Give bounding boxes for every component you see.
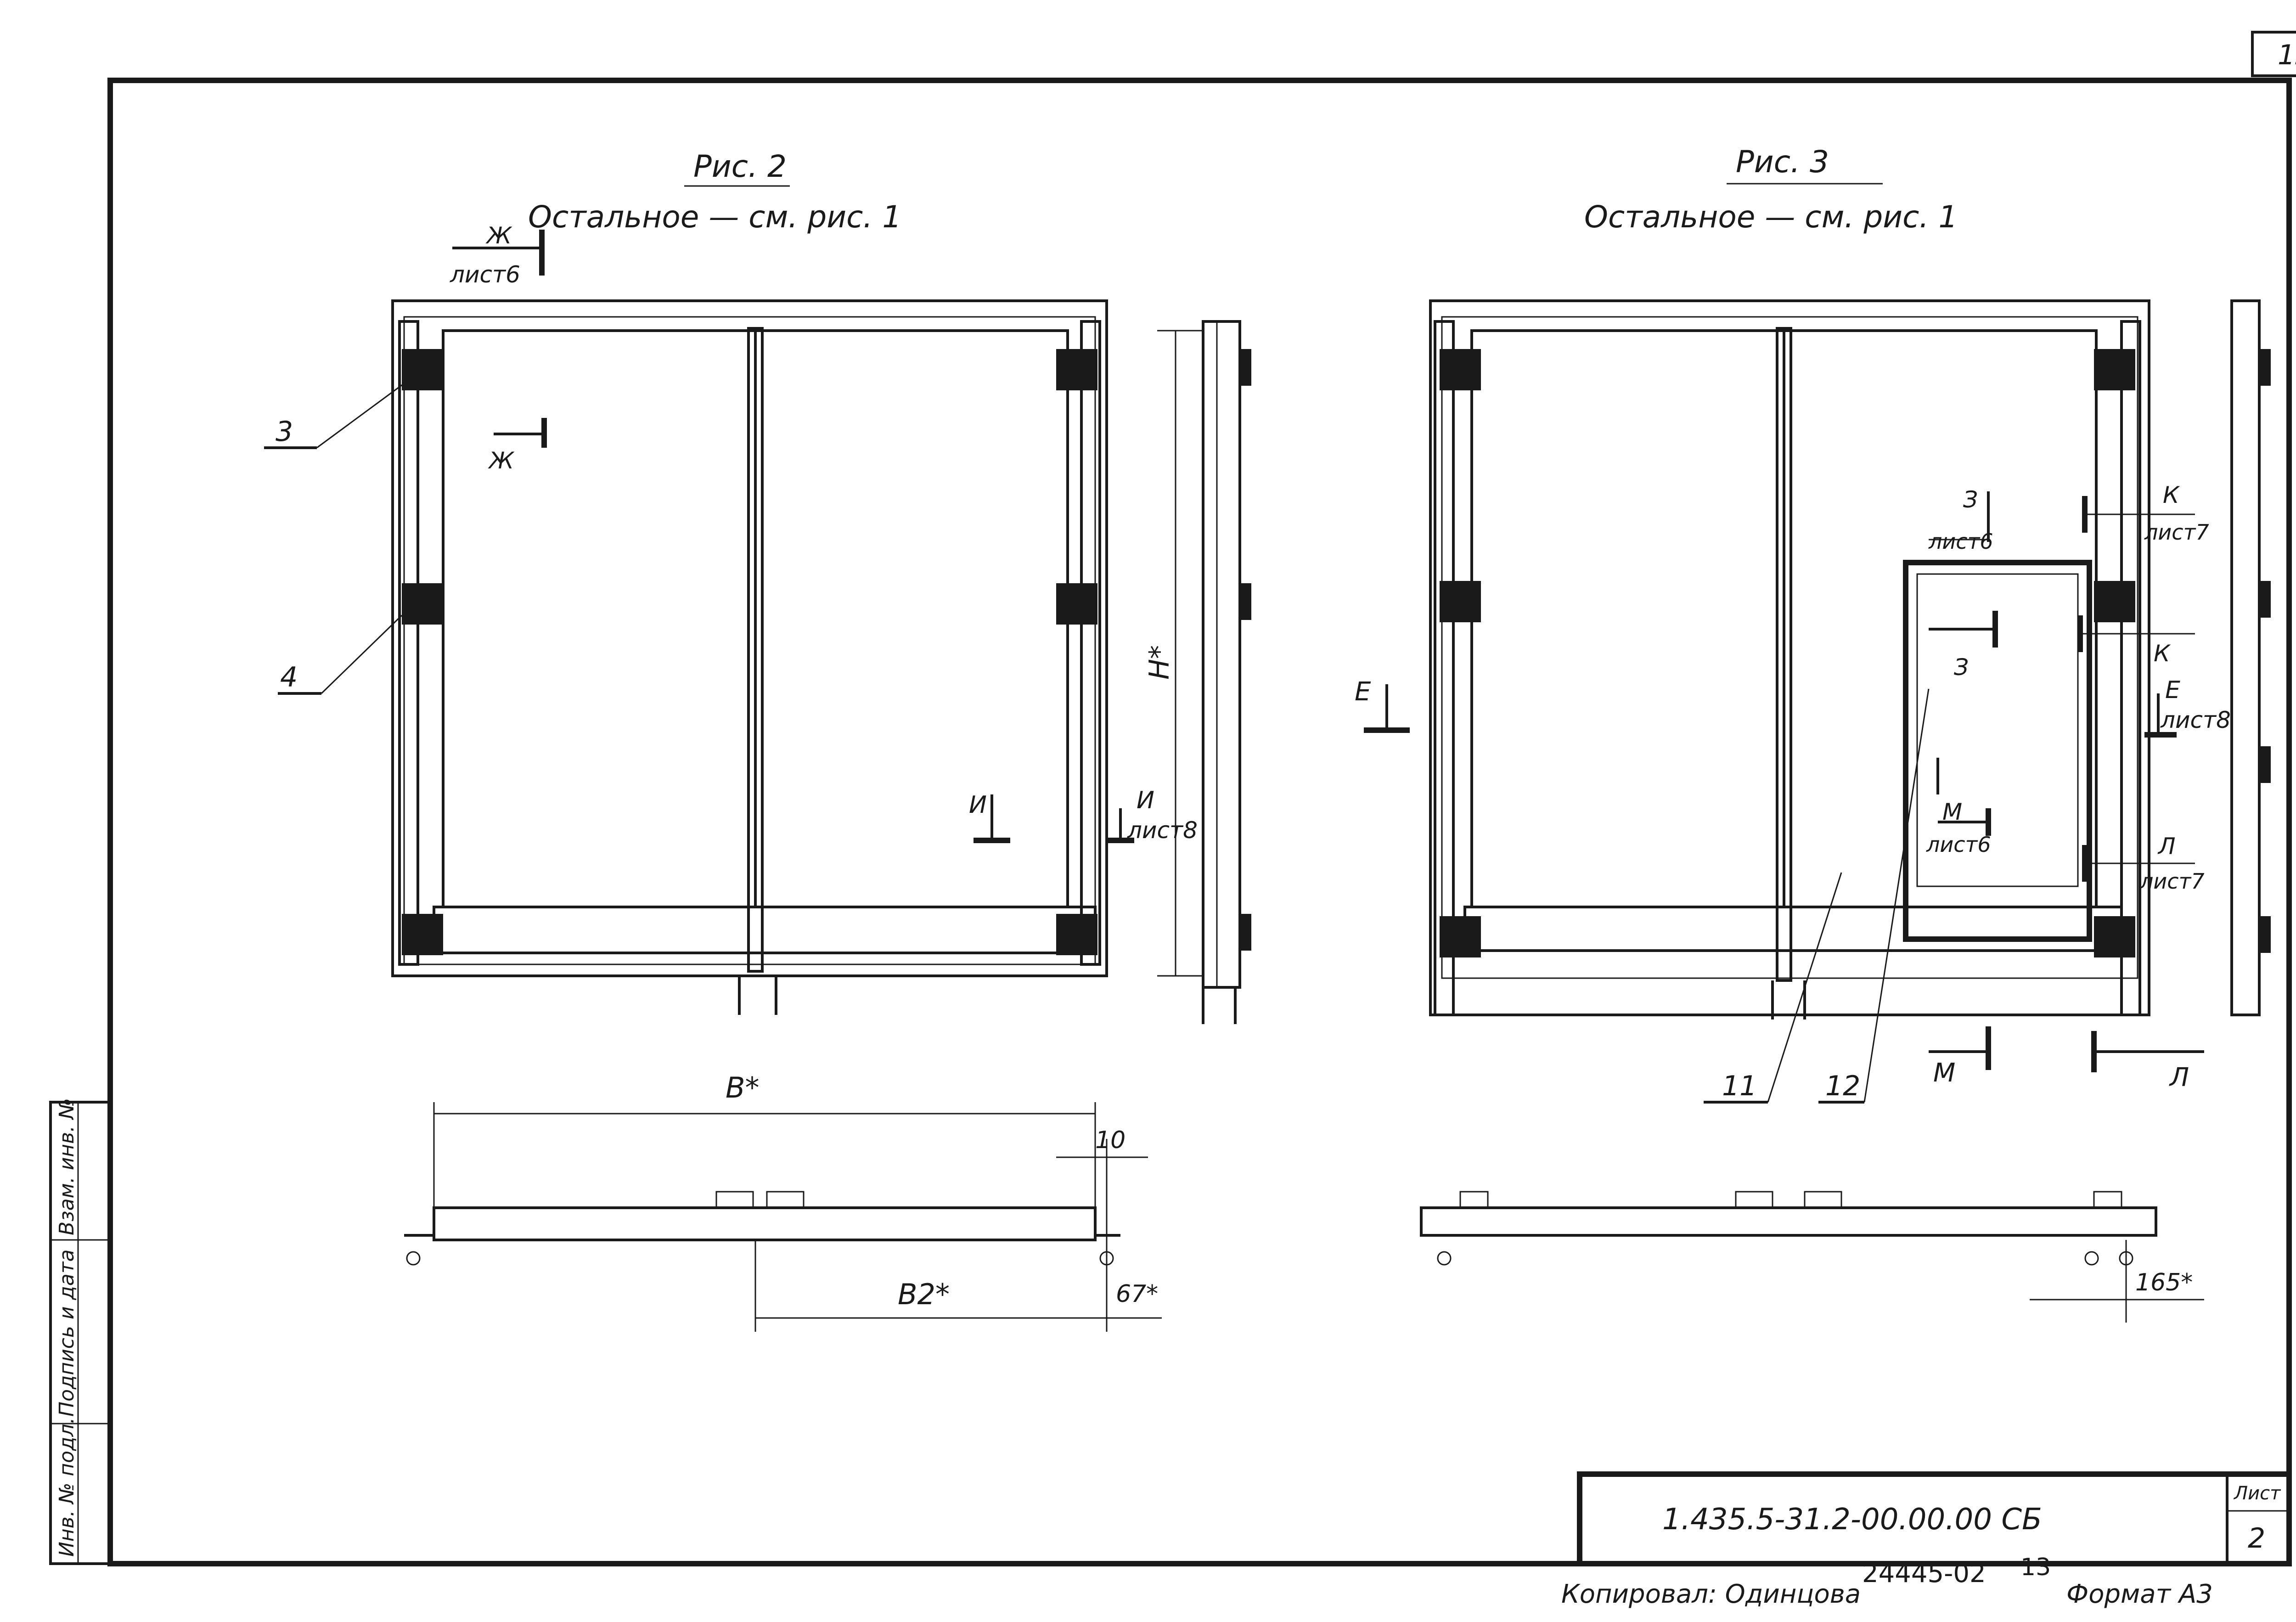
title-block [1577, 1471, 2292, 1566]
fig2-section-i-sheet: лист8 [1127, 817, 1198, 844]
fig3-section-e-marker [1364, 684, 2177, 738]
fig3-section-z-marker [1929, 491, 1998, 648]
fig3-section-l-sheet: лист7 [2139, 869, 2205, 894]
footer-page: 13 [2020, 1554, 2051, 1581]
fig2-subtitle: Остальное — см. рис. 1 [528, 199, 901, 235]
fig3-bottom-section-markers [1929, 1026, 2204, 1072]
fig3-section-l-bottom: Л [2169, 1063, 2189, 1093]
title-block-sheet-value: 2 [2248, 1522, 2265, 1554]
fig2-section-zh-mark: Ж [488, 447, 515, 474]
fig3-section-z-sheet: лист6 [1928, 529, 1993, 554]
fig2-side-view [1202, 320, 1251, 1024]
sheet-number: 12 [2278, 39, 2296, 71]
fig3-section-l-marker [2082, 845, 2195, 882]
fig3-title: Рис. 3 [1736, 144, 1829, 180]
fig3-section-m-marker [1936, 758, 1991, 836]
fig3-section-k-sheet: лист7 [2144, 520, 2209, 545]
fig3-section-e-sheet: лист8 [2160, 707, 2231, 733]
fig3-section-k: К [2163, 482, 2180, 508]
fig3-section-m-bottom: М [1933, 1058, 1955, 1088]
fig3-plan-view [1420, 1191, 2204, 1323]
title-block-sheet-label: Лист [2233, 1483, 2281, 1504]
fig2-gate-front-view [391, 299, 1108, 1015]
fig2-callout-lines [264, 383, 405, 695]
fig2-dim-width-label: B* [726, 1071, 760, 1104]
fig2-dim-67-label: 67* [1116, 1280, 1158, 1308]
footer-doc-number: 24445-02 [1862, 1559, 1986, 1588]
fig2-callout-3: 3 [276, 416, 293, 448]
fig2-dim-height-label: H* [1143, 645, 1176, 680]
side-stamp [49, 1101, 112, 1565]
footer-format: Формат А3 [2066, 1579, 2213, 1609]
fig2-dim-height [1157, 330, 1203, 977]
fig3-section-z-mark: З [1954, 654, 1969, 681]
fig2-section-zh: Ж [485, 222, 512, 249]
fig3-section-k-mark: К [2154, 640, 2171, 667]
fig2-section-i-side: И [1137, 787, 1154, 814]
fig3-callout-lines [1704, 688, 1930, 1104]
fig3-gate-front-view [1429, 299, 2150, 1019]
sheet-frame [107, 31, 2296, 1566]
fig3-dim-165-label: 165* [2135, 1269, 2193, 1296]
fig3-subtitle: Остальное — см. рис. 1 [1584, 199, 1958, 235]
fig3-section-l: Л [2157, 833, 2176, 860]
fig2-plan-view [404, 1102, 1162, 1332]
fig2-section-zh-marker [452, 230, 547, 448]
fig2-dim-b2-label: B2* [898, 1278, 950, 1311]
stamp-replace-inv: Взам. инв. № [55, 1098, 79, 1235]
fig3-section-m-sheet: лист6 [1926, 832, 1991, 857]
fig2-section-i: И [969, 791, 987, 819]
fig3-side-view [2230, 299, 2271, 1016]
fig2-dim-10-label: 10 [1095, 1126, 1125, 1154]
fig3-section-e: Е [1355, 677, 1371, 707]
footer-copied-by: Копировал: Одинцова [1561, 1579, 1861, 1609]
stamp-inv-no: Инв. № подл. [55, 1417, 79, 1557]
fig2-title: Рис. 2 [693, 149, 787, 184]
fig2-section-i-marker [974, 794, 1134, 843]
fig3-callout-12: 12 [1825, 1070, 1860, 1102]
fig2-callout-4: 4 [280, 661, 298, 693]
fig2-section-zh-sheet: лист6 [450, 261, 520, 288]
stamp-sign-date: Подпись и дата [55, 1250, 79, 1417]
fig3-section-e-right: Е [2165, 676, 2180, 704]
fig3-section-z: З [1963, 486, 1978, 513]
fig3-section-m: М [1942, 799, 1962, 825]
fig3-section-k-marker [2077, 496, 2195, 652]
fig3-callout-11: 11 [1722, 1070, 1757, 1102]
title-block-code: 1.435.5-31.2-00.00.00 СБ [1662, 1503, 2042, 1537]
